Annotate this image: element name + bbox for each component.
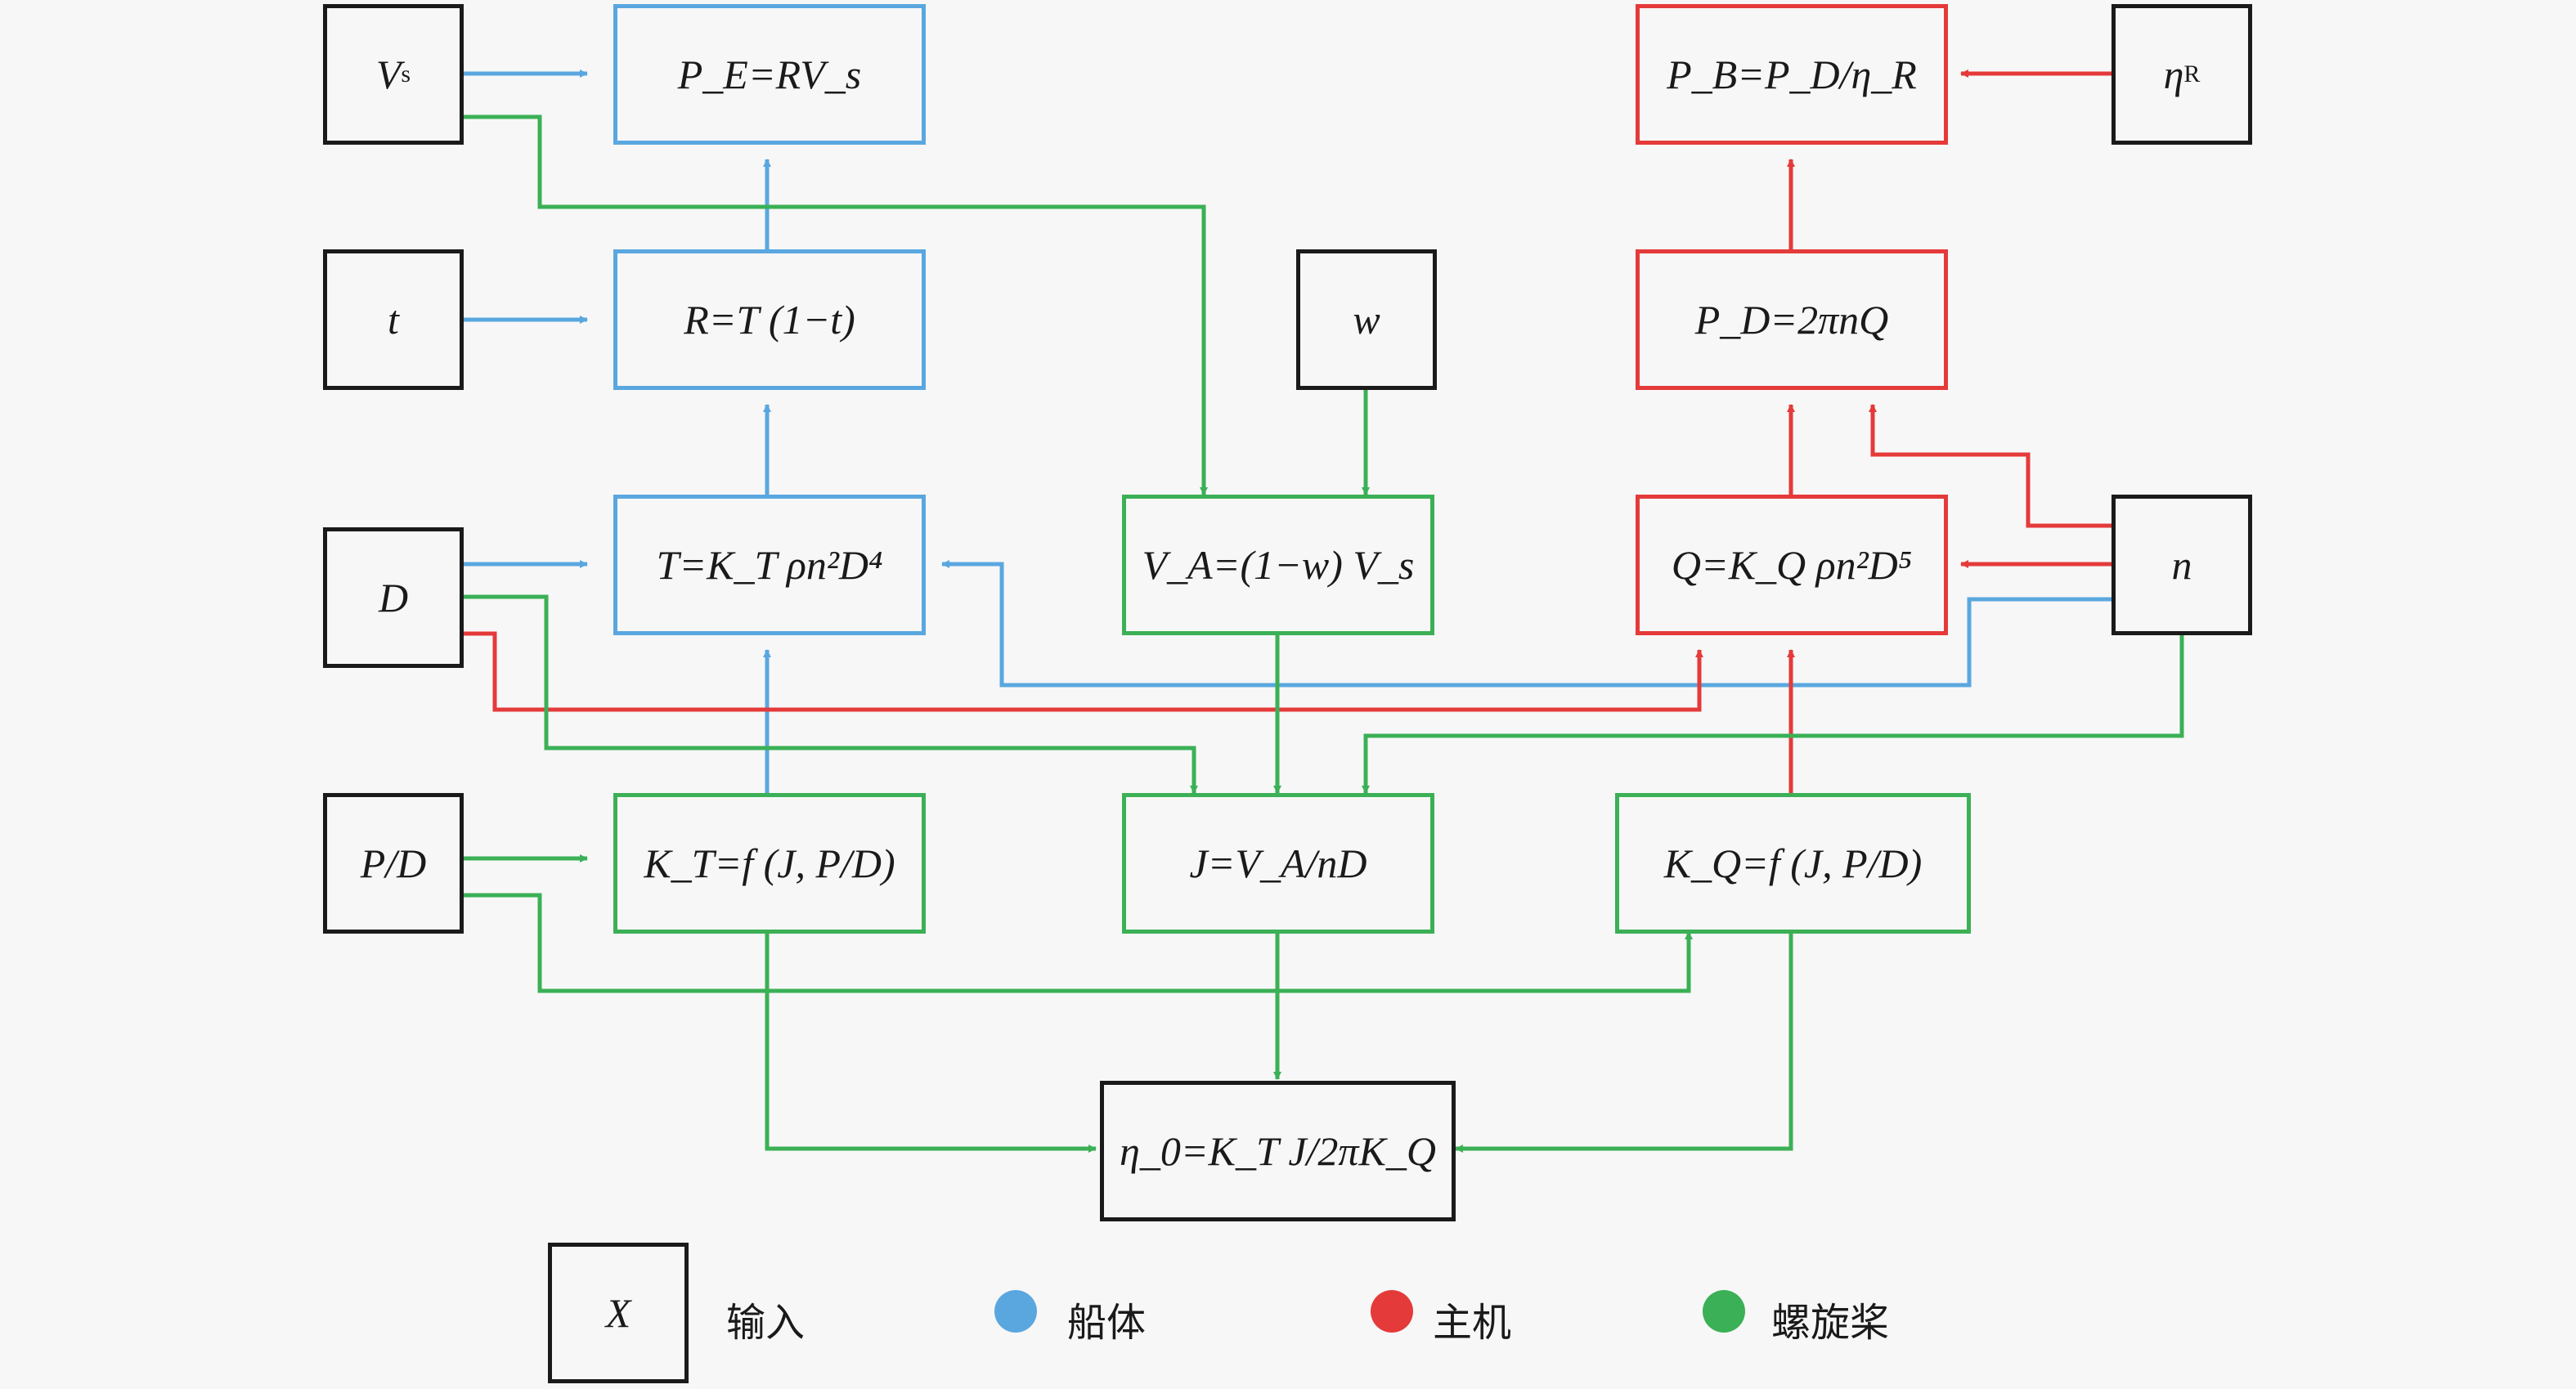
Vs-sub: s: [401, 60, 411, 87]
node-VA: V_A=(1−w) V_s: [1122, 495, 1434, 635]
node-PB: P_B=P_D/η_R: [1636, 4, 1948, 145]
R-formula: R=T (1−t): [684, 297, 855, 343]
w-label: w: [1353, 297, 1380, 343]
node-Q: Q=K_Q ρn²D⁵: [1636, 495, 1948, 635]
node-KQ: K_Q=f (J, P/D): [1615, 793, 1971, 934]
eta0-formula: η_0=K_T J/2πK_Q: [1120, 1128, 1436, 1174]
node-PD: P_D=2πnQ: [1636, 249, 1948, 390]
legend-engine-label: 主机: [1433, 1300, 1512, 1346]
legend-propeller-label: 螺旋桨: [1771, 1300, 1890, 1346]
legend-input-label: 输入: [726, 1300, 806, 1346]
node-R: R=T (1−t): [613, 249, 926, 390]
VA-formula: V_A=(1−w) V_s: [1142, 542, 1415, 588]
legend-X: X: [605, 1290, 631, 1336]
T-formula: T=K_T ρn²D⁴: [656, 542, 883, 588]
PB-formula: P_B=P_D/η_R: [1667, 52, 1917, 97]
input-P-over-D: P/D: [323, 793, 464, 934]
edge-KQ-to-eta0: [1455, 932, 1793, 1153]
KT-formula: K_T=f (J, P/D): [644, 840, 895, 886]
J-formula: J=V_A/nD: [1189, 840, 1367, 886]
PD-formula: P_D=2πnQ: [1694, 297, 1889, 343]
input-w: w: [1296, 249, 1437, 390]
input-n: n: [2112, 495, 2252, 635]
node-T: T=K_T ρn²D⁴: [613, 495, 926, 635]
input-D: D: [323, 527, 464, 668]
etaR-base: η: [2163, 52, 2184, 97]
Vs-base: V: [375, 52, 402, 97]
edge-KT-to-eta0: [765, 932, 1097, 1153]
node-J: J=V_A/nD: [1122, 793, 1434, 934]
legend-hull-dot: [994, 1290, 1037, 1333]
edge-n-to-PD: [1869, 404, 2112, 528]
edge-D-to-Q: [462, 631, 1703, 712]
Q-formula: Q=K_Q ρn²D⁵: [1671, 542, 1913, 588]
D-label: D: [378, 575, 409, 621]
PE-formula: P_E=RV_s: [677, 52, 862, 97]
t-label: t: [388, 297, 399, 343]
n-label: n: [2171, 542, 2192, 588]
PD-label: P/D: [360, 840, 427, 886]
edge-n-to-T: [941, 560, 2112, 688]
edge-n-to-J: [1362, 634, 2184, 794]
input-t: t: [323, 249, 464, 390]
KQ-formula: K_Q=f (J, P/D): [1663, 840, 1923, 886]
etaR-sub: R: [2183, 60, 2201, 87]
edge-PD-to-KQ: [462, 893, 1693, 993]
edge-D-to-J: [462, 594, 1198, 794]
legend-propeller-dot: [1703, 1290, 1745, 1333]
legend-input-symbol: X: [548, 1243, 689, 1383]
edge-Vs-to-VA: [462, 114, 1208, 495]
legend-engine-dot: [1371, 1290, 1413, 1333]
node-KT: K_T=f (J, P/D): [613, 793, 926, 934]
legend-hull-label: 船体: [1067, 1300, 1147, 1346]
node-eta0: η_0=K_T J/2πK_Q: [1100, 1081, 1456, 1221]
node-PE: P_E=RV_s: [613, 4, 926, 145]
